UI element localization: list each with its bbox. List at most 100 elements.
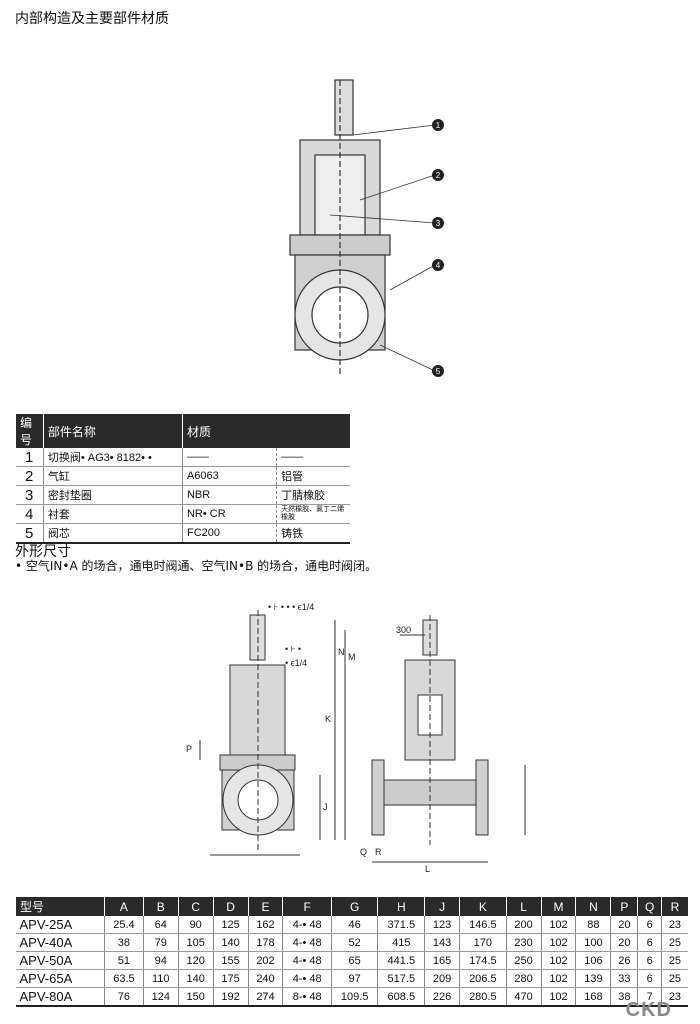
header-14: P	[610, 897, 638, 916]
header-6: F	[282, 897, 332, 916]
cell: 切换阀• AG3• 8182• •	[42, 448, 183, 467]
cell: 209	[424, 969, 460, 988]
header-3: C	[177, 897, 214, 916]
cell: 274	[247, 987, 283, 1007]
cell: 3	[15, 485, 44, 505]
cell: 165	[424, 951, 460, 970]
cell: 7	[637, 987, 662, 1007]
cell: 天然橡胶、氯丁二烯橡胶	[276, 504, 350, 524]
cell: 38	[104, 933, 144, 952]
cell: 20	[610, 916, 638, 934]
cell: NR• CR	[181, 504, 277, 524]
cell: 202	[247, 951, 283, 970]
cell: 4-• 48	[282, 916, 332, 934]
cell: 79	[142, 933, 179, 952]
cell: 105	[177, 933, 214, 952]
cell: 162	[247, 916, 283, 934]
cell: 46	[330, 916, 378, 934]
label-Q: Q	[360, 847, 367, 857]
front-view	[199, 610, 346, 856]
header-part: 部件名称	[42, 414, 183, 448]
cell: 23	[660, 987, 688, 1007]
cell: 125	[212, 916, 249, 934]
section-title-internal-structure: 内部构造及主要部件材质	[15, 11, 169, 27]
cell: 51	[104, 951, 144, 970]
cell: 170	[459, 933, 507, 952]
cell: 衬套	[42, 504, 183, 524]
cell: 25	[660, 969, 688, 988]
cell: 阀芯	[42, 523, 183, 544]
cell: 4-• 48	[282, 969, 332, 988]
cell: 226	[424, 987, 460, 1007]
cell: 240	[247, 969, 283, 988]
cell: 1	[15, 448, 44, 467]
cell: 102	[540, 951, 576, 970]
cell: 168	[575, 987, 611, 1007]
cell: 140	[177, 969, 214, 988]
dimension-drawing: • ⊦ • • • ϵ1/4 • ⊦ • • ϵ1/4 N M K J P 30…	[186, 602, 526, 874]
header-5: E	[247, 897, 283, 916]
header-0: 型号	[15, 897, 105, 916]
cell: 102	[540, 969, 576, 988]
cell: 4-• 48	[282, 951, 332, 970]
cell: 丁腈橡胶	[276, 485, 350, 505]
cell: 102	[540, 933, 576, 952]
cell: 123	[424, 916, 460, 934]
cell: 415	[377, 933, 425, 952]
callout-3: 3	[436, 219, 441, 228]
callout-2: 2	[436, 171, 441, 180]
cell: 65	[330, 951, 378, 970]
cell: 76	[104, 987, 144, 1007]
cell: 6	[637, 916, 662, 934]
cell: 517.5	[377, 969, 425, 988]
cell: 140	[212, 933, 249, 952]
label-port-3: • ϵ1/4	[285, 658, 307, 668]
cell: 280	[505, 969, 542, 988]
cell: 90	[177, 916, 214, 934]
header-13: N	[575, 897, 611, 916]
cell: 6	[637, 933, 662, 952]
cell: 25	[660, 951, 688, 970]
header-2: B	[142, 897, 179, 916]
cell: 143	[424, 933, 460, 952]
cell: 371.5	[377, 916, 425, 934]
cell: 174.5	[459, 951, 507, 970]
header-8: H	[377, 897, 425, 916]
cell: 200	[505, 916, 542, 934]
cell: 4-• 48	[282, 933, 332, 952]
cell: 124	[142, 987, 179, 1007]
header-no: 编号	[15, 414, 44, 448]
ckd-logo: CKD	[625, 999, 672, 1021]
label-port-2: • ⊦ •	[285, 644, 301, 654]
model-cell: APV-65A	[15, 969, 105, 988]
header-12: M	[540, 897, 576, 916]
header-7: G	[330, 897, 378, 916]
header-4: D	[212, 897, 249, 916]
callout-5: 5	[436, 367, 441, 376]
cell: 608.5	[377, 987, 425, 1007]
cell: FC200	[181, 523, 277, 544]
cell: 139	[575, 969, 611, 988]
section-title-dimensions: 外形尺寸	[15, 544, 71, 560]
label-port-1: • ⊦ • • • ϵ1/4	[268, 602, 314, 612]
cell: 175	[212, 969, 249, 988]
cell: 25	[660, 933, 688, 952]
cell: 64	[142, 916, 179, 934]
cell: 4	[15, 504, 44, 524]
internal-structure-diagram: 1 2 3 4 5	[289, 79, 444, 377]
label-K: K	[325, 714, 331, 724]
cell: A6063	[181, 466, 277, 486]
cell: 100	[575, 933, 611, 952]
cell: 120	[177, 951, 214, 970]
cell: 102	[540, 916, 576, 934]
cell: 23	[660, 916, 688, 934]
